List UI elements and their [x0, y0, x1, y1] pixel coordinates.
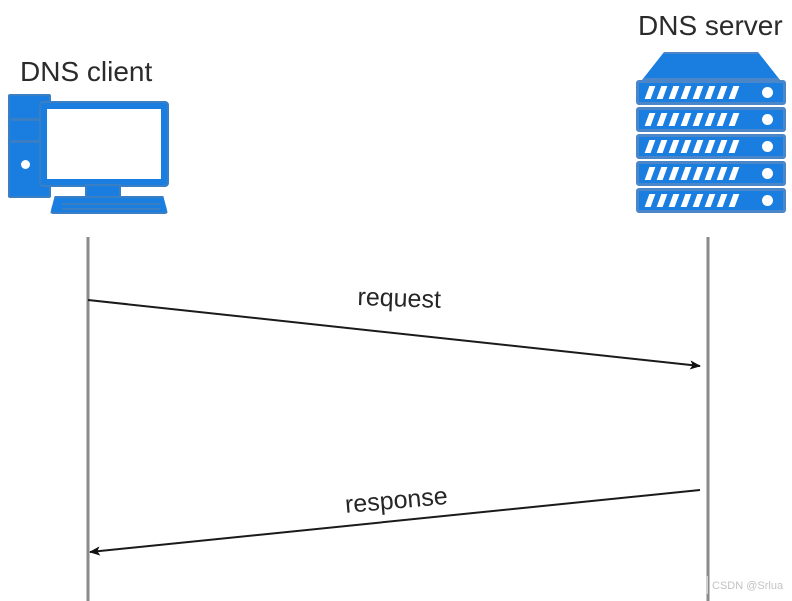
- rack-led-indicator: [762, 195, 773, 206]
- tower-seam-top: [11, 118, 52, 121]
- server-rack-icon: [636, 52, 786, 214]
- rack-led-indicator: [762, 168, 773, 179]
- computer-keyboard: [50, 196, 168, 214]
- computer-monitor: [39, 101, 169, 187]
- keyboard-key-row: [62, 208, 160, 210]
- desktop-computer-icon: [8, 92, 169, 214]
- watermark-divider: [706, 576, 708, 594]
- response-message-arrow: [89, 489, 701, 556]
- request-message-arrow: [87, 299, 701, 370]
- tower-power-dot: [21, 160, 30, 169]
- keyboard-key-row: [62, 203, 160, 205]
- server-rack-unit: [636, 188, 786, 213]
- server-rack-unit: [636, 161, 786, 186]
- rack-led-indicator: [762, 114, 773, 125]
- server-rack-top-cap: [642, 52, 780, 80]
- server-actor-label: DNS server: [638, 10, 783, 41]
- server-rack-unit: [636, 107, 786, 132]
- tower-seam-mid: [11, 140, 52, 143]
- watermark-text: CSDN @Srlua: [712, 580, 784, 592]
- rack-led-indicator: [762, 87, 773, 98]
- client-actor-label: DNS client: [20, 56, 153, 87]
- server-rack-unit: [636, 80, 786, 105]
- request-message-label: request: [357, 283, 442, 314]
- server-rack-unit: [636, 134, 786, 159]
- rack-led-indicator: [762, 141, 773, 152]
